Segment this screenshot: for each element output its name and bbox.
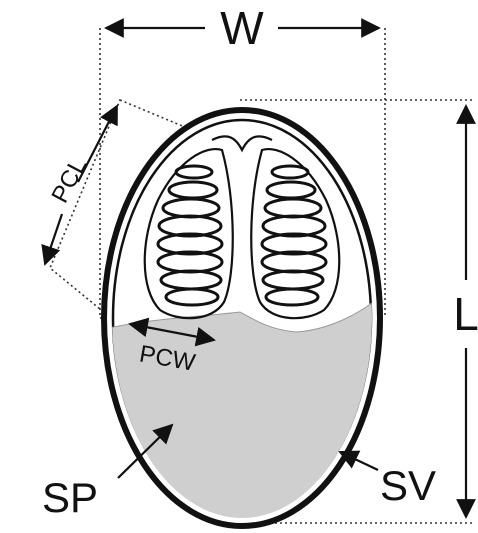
label-l: L: [453, 288, 478, 340]
label-pcl: PCL: [46, 154, 92, 208]
label-w: W: [220, 2, 264, 54]
pcl-arrow-lower: [45, 214, 62, 264]
sporoplasm: [100, 298, 380, 530]
label-sp: SP: [42, 474, 98, 521]
label-sv: SV: [380, 462, 436, 509]
